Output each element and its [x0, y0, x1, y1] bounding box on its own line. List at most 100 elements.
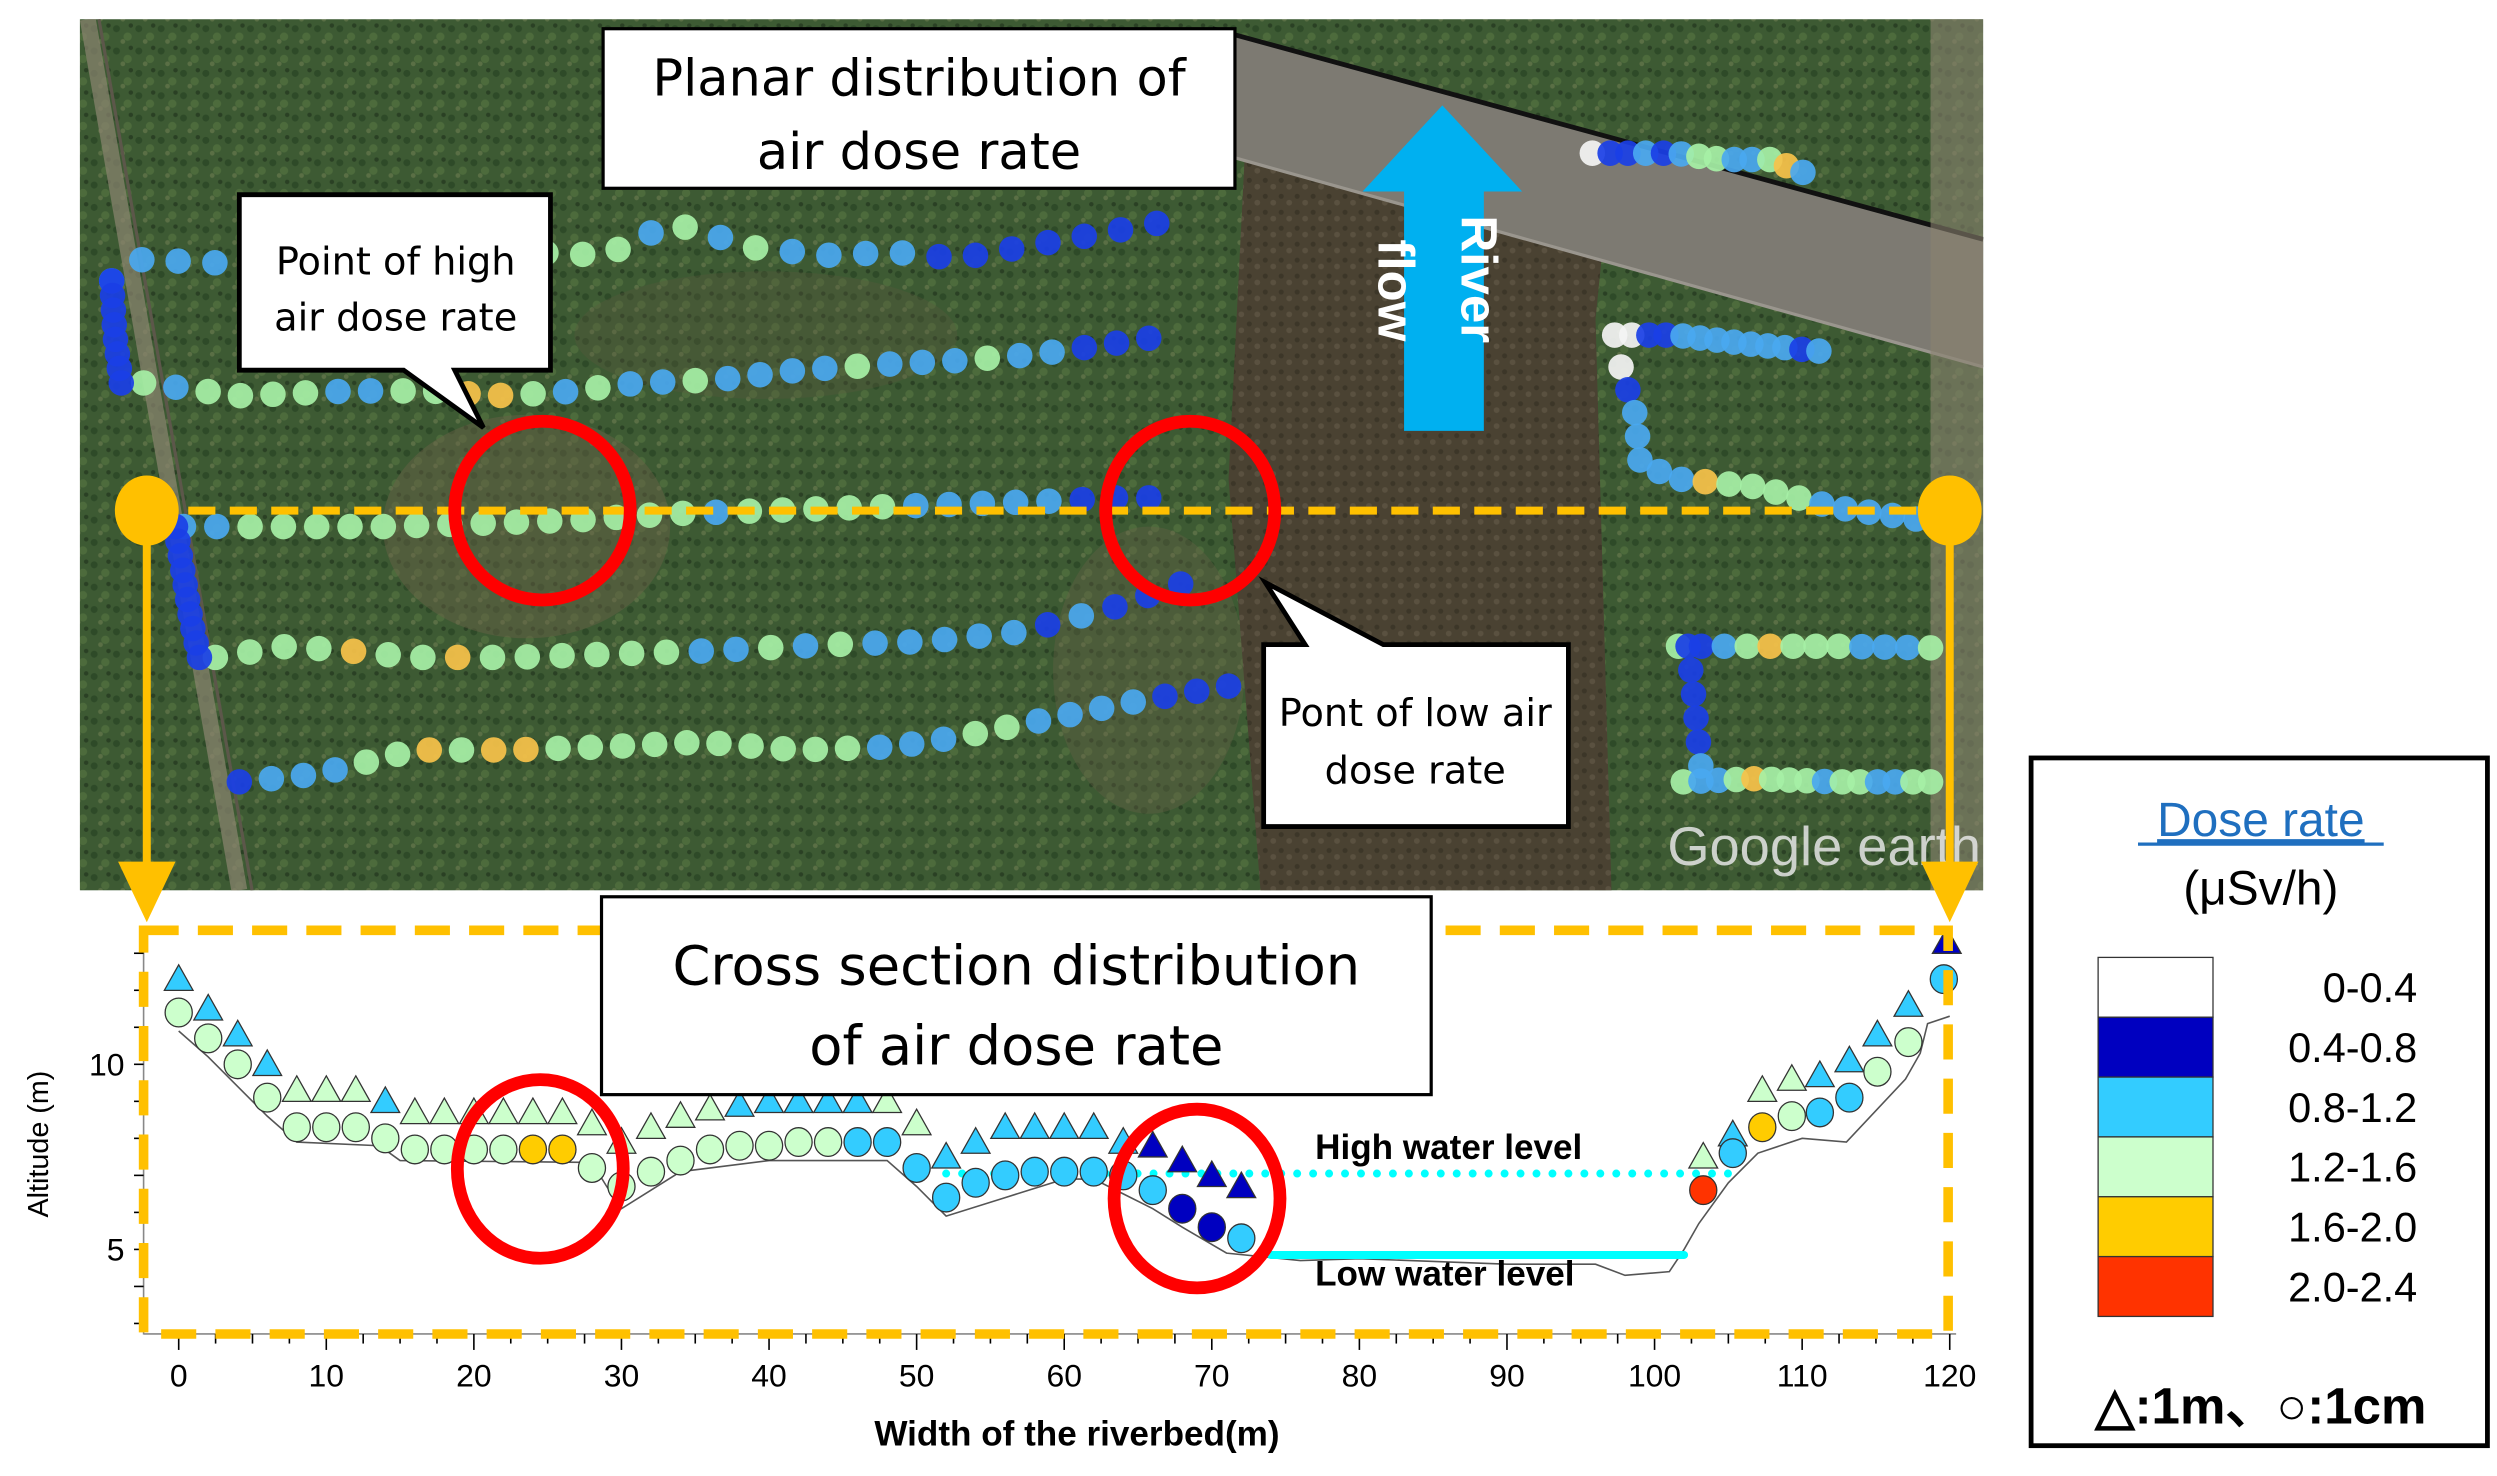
map-survey-dot: [537, 508, 563, 534]
map-survey-dot: [1894, 634, 1921, 661]
circle-point: [282, 1112, 311, 1143]
map-survey-dot: [862, 630, 888, 656]
map-survey-dot: [723, 636, 749, 663]
map-survey-dot: [714, 365, 741, 392]
map-survey-dot: [584, 641, 610, 668]
triangle-point: [1196, 1159, 1228, 1188]
circle-point: [990, 1160, 1020, 1191]
map-survey-dot: [942, 347, 968, 374]
map-survey-dot: [1068, 603, 1095, 629]
circle-point: [666, 1145, 695, 1176]
map-survey-dot: [1711, 633, 1738, 660]
map-survey-dot: [1632, 140, 1659, 166]
survey-points: [98, 140, 1952, 795]
triangle-point: [989, 1111, 1021, 1140]
map-survey-dot: [1102, 594, 1128, 620]
circle-point: [754, 1130, 784, 1161]
river-flow-arrow: River flow: [1362, 105, 1523, 431]
triangle-point: [1166, 1144, 1198, 1173]
circle-point: [1168, 1193, 1197, 1224]
circle-point: [1050, 1156, 1079, 1187]
circle-point: [194, 1023, 223, 1054]
map-survey-dot: [1716, 471, 1742, 497]
circle-point: [1718, 1138, 1747, 1169]
triangle-point: [1225, 1170, 1257, 1199]
triangle-point: [1746, 1074, 1778, 1103]
map-survey-dot: [270, 513, 297, 540]
low-water-level-label: Low water level: [1315, 1254, 1574, 1293]
chart-marks: [163, 926, 1963, 1254]
highlight-circle-low: [1099, 414, 1282, 607]
legend-swatch: [2097, 1016, 2214, 1078]
circle-point: [341, 1112, 371, 1143]
river-flow-line2: flow: [1368, 239, 1425, 341]
triangle-point: [753, 1085, 785, 1114]
circle-point: [813, 1127, 843, 1158]
triangle-point: [310, 1074, 342, 1103]
map-survey-dot: [1646, 458, 1673, 485]
map-survey-dot: [410, 644, 436, 671]
circle-point: [872, 1127, 902, 1158]
legend-label: 0-0.4: [2323, 964, 2418, 1011]
map-survey-dot: [1215, 673, 1242, 699]
map-survey-dot: [487, 382, 514, 409]
map-survey-dot: [1608, 354, 1634, 380]
cross-section-title-line1: Cross section distribution: [672, 935, 1360, 998]
triangle-point: [399, 1096, 431, 1125]
map-survey-dot: [897, 629, 923, 655]
map-survey-dot: [1136, 325, 1162, 352]
x-tick-label: 80: [1342, 1358, 1377, 1394]
triangle-point: [724, 1089, 755, 1117]
circle-point: [695, 1134, 725, 1165]
map-survey-dot: [1803, 633, 1829, 660]
map-survey-dot: [1039, 339, 1065, 365]
map-survey-dot: [204, 513, 230, 540]
map-survey-dot: [1615, 140, 1641, 166]
map-survey-dot: [303, 513, 330, 540]
circle-point: [223, 1049, 252, 1080]
map-survey-dot: [930, 726, 957, 753]
map-survey-dot: [1847, 769, 1873, 795]
map-survey-dot: [1152, 683, 1178, 710]
triangle-point: [783, 1085, 815, 1114]
triangle-point: [1019, 1111, 1051, 1140]
map-survey-dot: [375, 641, 401, 668]
legend-label: 1.6-2.0: [2288, 1203, 2417, 1250]
map-survey-dot: [384, 741, 411, 768]
circle-point: [489, 1134, 518, 1165]
map-survey-dot: [1107, 217, 1134, 243]
map-survey-dot: [852, 240, 879, 267]
map-survey-dot: [1071, 223, 1098, 250]
map-survey-dot: [1621, 399, 1648, 426]
map-survey-dot: [260, 381, 286, 408]
map-survey-dot: [792, 633, 819, 659]
map-survey-dot: [258, 765, 285, 792]
triangle-point: [163, 963, 195, 991]
map-survey-dot: [357, 378, 384, 404]
cross-section-title-box: Cross section distribution of air dose r…: [599, 895, 1433, 1097]
highlight-circle-high: [448, 414, 637, 607]
map-survey-dot: [130, 370, 157, 396]
map-survey-dot: [779, 358, 806, 384]
circle-point: [548, 1134, 577, 1165]
legend: Dose rate (μSv/h) 0-0.40.4-0.80.8-1.21.2…: [2028, 755, 2490, 1449]
triangle-point: [812, 1085, 844, 1114]
map-survey-dot: [1057, 701, 1083, 728]
map-survey-dot: [237, 513, 263, 540]
map-survey-dot: [1678, 657, 1704, 683]
railway: [79, 19, 248, 891]
circle-point: [577, 1152, 607, 1183]
section-line: [114, 414, 1982, 923]
map-survey-dot: [1627, 447, 1653, 473]
legend-unit: (μSv/h): [2183, 863, 2338, 916]
map-survey-dot: [353, 749, 380, 775]
map-survey-dot: [605, 236, 631, 263]
map-survey-dot: [738, 733, 764, 759]
map-survey-dot: [827, 631, 854, 658]
y-axis-label: Altitude (m): [23, 1071, 55, 1218]
triangle-point: [487, 1096, 519, 1125]
triangle-point: [251, 1048, 283, 1077]
triangle-point: [1776, 1063, 1808, 1091]
